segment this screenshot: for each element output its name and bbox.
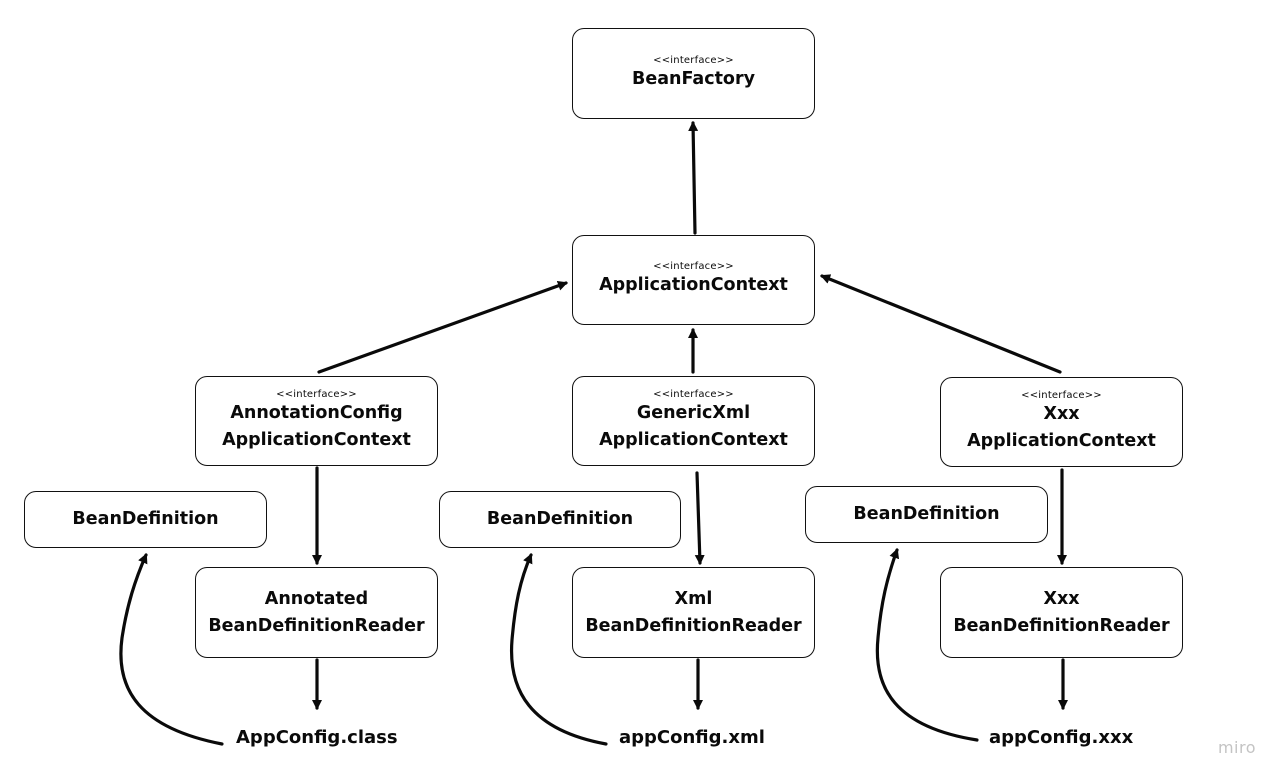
- xxx-reader-label-line1: Xxx: [1043, 588, 1080, 609]
- bean-definition-label-1: BeanDefinition: [72, 509, 219, 529]
- edge-app-config-xml-to-bean-definition-2: [509, 553, 608, 746]
- bean-definition-label-2: BeanDefinition: [486, 509, 634, 529]
- bean-definition-node-2[interactable]: BeanDefinition: [439, 491, 681, 548]
- xml-reader-label-line1: Xml: [674, 588, 713, 609]
- edge-app-config-class-to-bean-definition-1: [119, 553, 224, 746]
- edge-annotation-config-to-app-context: [317, 281, 568, 374]
- edge-app-context-to-bean-factory: [688, 121, 699, 235]
- xxx-reader-node[interactable]: Xxx BeanDefinitionReader: [940, 567, 1183, 658]
- app-config-class-label: AppConfig.class: [236, 727, 398, 748]
- miro-watermark: miro: [1217, 738, 1256, 757]
- xxx-reader-label-line2: BeanDefinitionReader: [953, 615, 1170, 636]
- xxx-context-label-line2: ApplicationContext: [967, 430, 1156, 451]
- generic-xml-context-node[interactable]: <<interface>> GenericXml ApplicationCont…: [572, 376, 815, 466]
- bean-factory-label: BeanFactory: [631, 68, 755, 89]
- edge-app-config-xxx-to-bean-definition-3: [875, 548, 979, 742]
- application-context-label: ApplicationContext: [599, 275, 788, 295]
- application-context-node[interactable]: <<interface>> ApplicationContext: [572, 235, 815, 325]
- edge-generic-xml-to-xml-reader: [694, 471, 705, 565]
- annotated-reader-label-line1: Annotated: [264, 588, 369, 609]
- edge-xxx-context-to-app-context: [820, 274, 1062, 374]
- xml-reader-label-line2: BeanDefinitionReader: [585, 615, 802, 636]
- bean-definition-node-3[interactable]: BeanDefinition: [805, 486, 1048, 543]
- annotation-config-context-node[interactable]: <<interface>> AnnotationConfig Applicati…: [195, 376, 438, 466]
- bean-definition-label-3: BeanDefinition: [853, 504, 1000, 524]
- bean-factory-stereotype: <<interface>>: [653, 54, 734, 66]
- xxx-context-stereotype: <<interface>>: [1021, 389, 1102, 401]
- generic-xml-context-stereotype: <<interface>>: [653, 388, 734, 400]
- xxx-context-label-line1: Xxx: [1043, 403, 1080, 424]
- xml-reader-node[interactable]: Xml BeanDefinitionReader: [572, 567, 815, 658]
- annotation-config-context-label-line1: AnnotationConfig: [230, 402, 403, 423]
- annotated-reader-label-line2: BeanDefinitionReader: [208, 615, 425, 636]
- annotated-reader-node[interactable]: Annotated BeanDefinitionReader: [195, 567, 438, 658]
- bean-factory-node[interactable]: <<interface>> BeanFactory: [572, 28, 815, 119]
- application-context-stereotype: <<interface>>: [653, 261, 734, 272]
- bean-definition-node-1[interactable]: BeanDefinition: [24, 491, 267, 548]
- generic-xml-context-label-line1: GenericXml: [636, 402, 751, 423]
- annotation-config-context-stereotype: <<interface>>: [276, 388, 357, 400]
- xxx-context-node[interactable]: <<interface>> Xxx ApplicationContext: [940, 377, 1183, 467]
- annotation-config-context-label-line2: ApplicationContext: [222, 429, 411, 450]
- generic-xml-context-label-line2: ApplicationContext: [599, 429, 788, 450]
- app-config-xml-label: appConfig.xml: [619, 727, 765, 748]
- app-config-xxx-label: appConfig.xxx: [989, 727, 1134, 748]
